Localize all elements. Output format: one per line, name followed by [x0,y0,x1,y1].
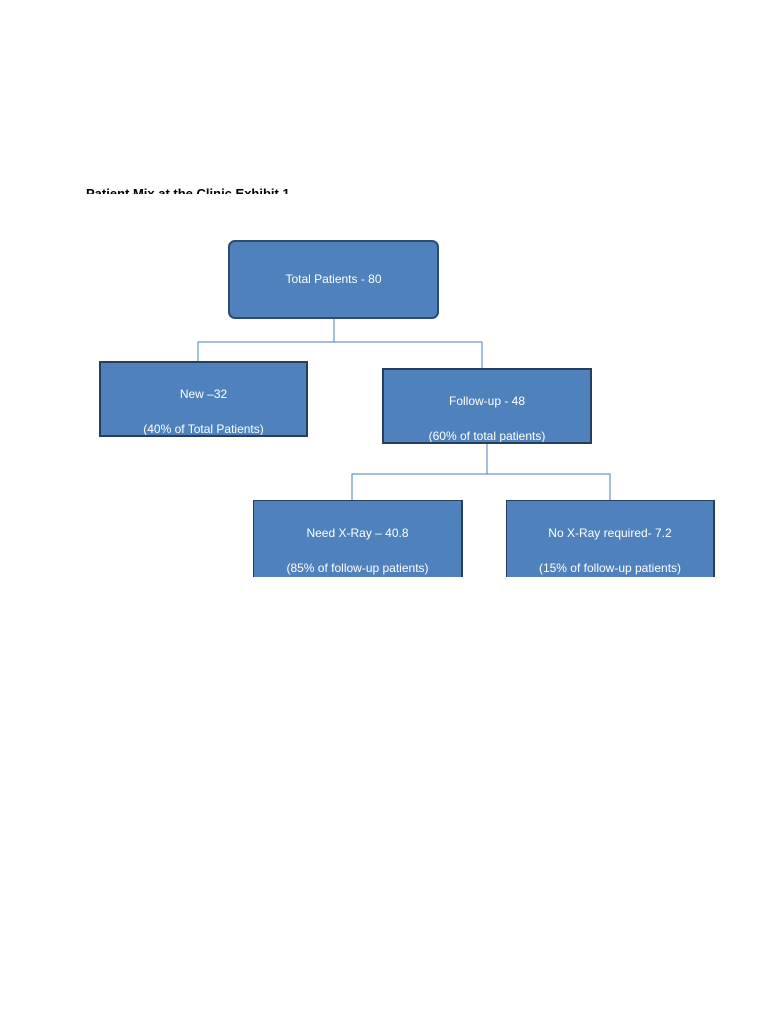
node-follow-up-patients: Follow-up - 48 (60% of total patients) [382,368,592,444]
node-new-patients: New –32 (40% of Total Patients) [99,361,308,437]
connector-followup-branch [351,473,611,500]
connector-root-branch [197,341,483,368]
node-follow-up-label: Follow-up - 48 [448,394,526,408]
node-need-x-ray-label: Need X-Ray – 40.8 [306,526,409,540]
node-new-patients-sublabel: (40% of Total Patients) [143,422,264,436]
node-no-x-ray-sublabel: (15% of follow-up patients) [538,561,682,575]
node-total-patients: Total Patients - 80 [228,240,439,319]
node-need-x-ray: Need X-Ray – 40.8 (85% of follow-up pati… [253,500,463,577]
diagram-title: Patient Mix at the Clinic Exhibit 1 [86,184,290,194]
node-no-x-ray: No X-Ray required- 7.2 (15% of follow-up… [506,500,715,577]
node-need-x-ray-sublabel: (85% of follow-up patients) [286,561,429,575]
node-total-patients-label: Total Patients - 80 [285,272,382,286]
node-no-x-ray-label: No X-Ray required- 7.2 [548,526,672,540]
node-follow-up-sublabel: (60% of total patients) [428,429,546,443]
node-new-patients-label: New –32 [179,387,228,401]
diagram-title-text: Patient Mix at the Clinic Exhibit 1 [86,186,290,194]
